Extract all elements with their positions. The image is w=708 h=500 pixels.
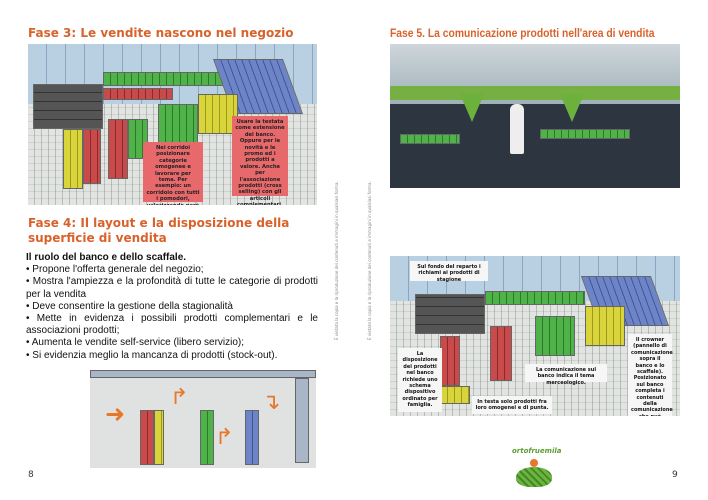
fase4-title: Fase 4: Il layout e la disposizione dell… xyxy=(28,216,290,245)
fase5-title: Fase 5. La comunicazione prodotti nell'a… xyxy=(390,26,655,40)
layout-plan-illustration: ➜ ↱ ↱ ↴ xyxy=(90,370,316,468)
note-testata: Usare la testata come estensione del ban… xyxy=(232,116,288,205)
bullet: • Mostra l'ampiezza e la profondità di t… xyxy=(26,276,318,300)
bullet: • Mette in evidenza i possibili prodotti… xyxy=(26,313,318,337)
note-in-testa: In testa solo prodotti fra loro omogenei… xyxy=(472,396,552,414)
fase4-subtitle: Il ruolo del banco e dello scaffale. xyxy=(26,252,187,263)
note-fondo-reparto: Sul fondo del reparto i richiami ai prod… xyxy=(410,261,488,283)
bullet: • Aumenta le vendite self-service (liber… xyxy=(26,337,245,349)
note-crowner: Il crowner (pannello di comunicazione so… xyxy=(628,334,673,416)
fase5-store-illustration: Sul fondo del reparto i richiami ai prod… xyxy=(390,256,680,416)
page-number-right: 9 xyxy=(672,470,678,480)
bullet: • Si evidenzia meglio la mancanza di pro… xyxy=(26,349,278,361)
page-number-left: 8 xyxy=(28,470,34,480)
bullet: • Deve consentire la gestione della stag… xyxy=(26,300,233,312)
store-communication-photo xyxy=(390,44,680,188)
flow-arrow-icon: ↱ xyxy=(170,385,189,410)
bullet: • Propone l'offerta generale del negozio… xyxy=(26,264,204,276)
ortofruemila-logo: ortofruemila xyxy=(512,447,562,489)
logo-wordmark: ortofruemila xyxy=(512,447,562,455)
fase4-body: Il ruolo del banco e dello scaffale. • P… xyxy=(26,252,318,362)
fase3-title: Fase 3: Le vendite nascono nel negozio xyxy=(28,26,294,40)
note-disposizione: La disposizione dei prodotti nel banco r… xyxy=(398,348,442,412)
fase3-store-illustration: Nei corridoi posizionare categorie omoge… xyxy=(28,44,317,205)
copyright-notice: È vietata la copia e la riproduzione dei… xyxy=(367,181,372,340)
note-comunicazione-banco: La comunicazione sul banco indica il tem… xyxy=(525,364,607,386)
flow-arrow-icon: ↱ xyxy=(215,425,234,450)
note-corridoi: Nei corridoi posizionare categorie omoge… xyxy=(143,142,203,205)
copyright-notice: È vietata la copia e la riproduzione dei… xyxy=(334,181,339,340)
flow-arrow-icon: ↴ xyxy=(262,390,281,415)
flow-arrow-icon: ➜ xyxy=(105,400,126,428)
